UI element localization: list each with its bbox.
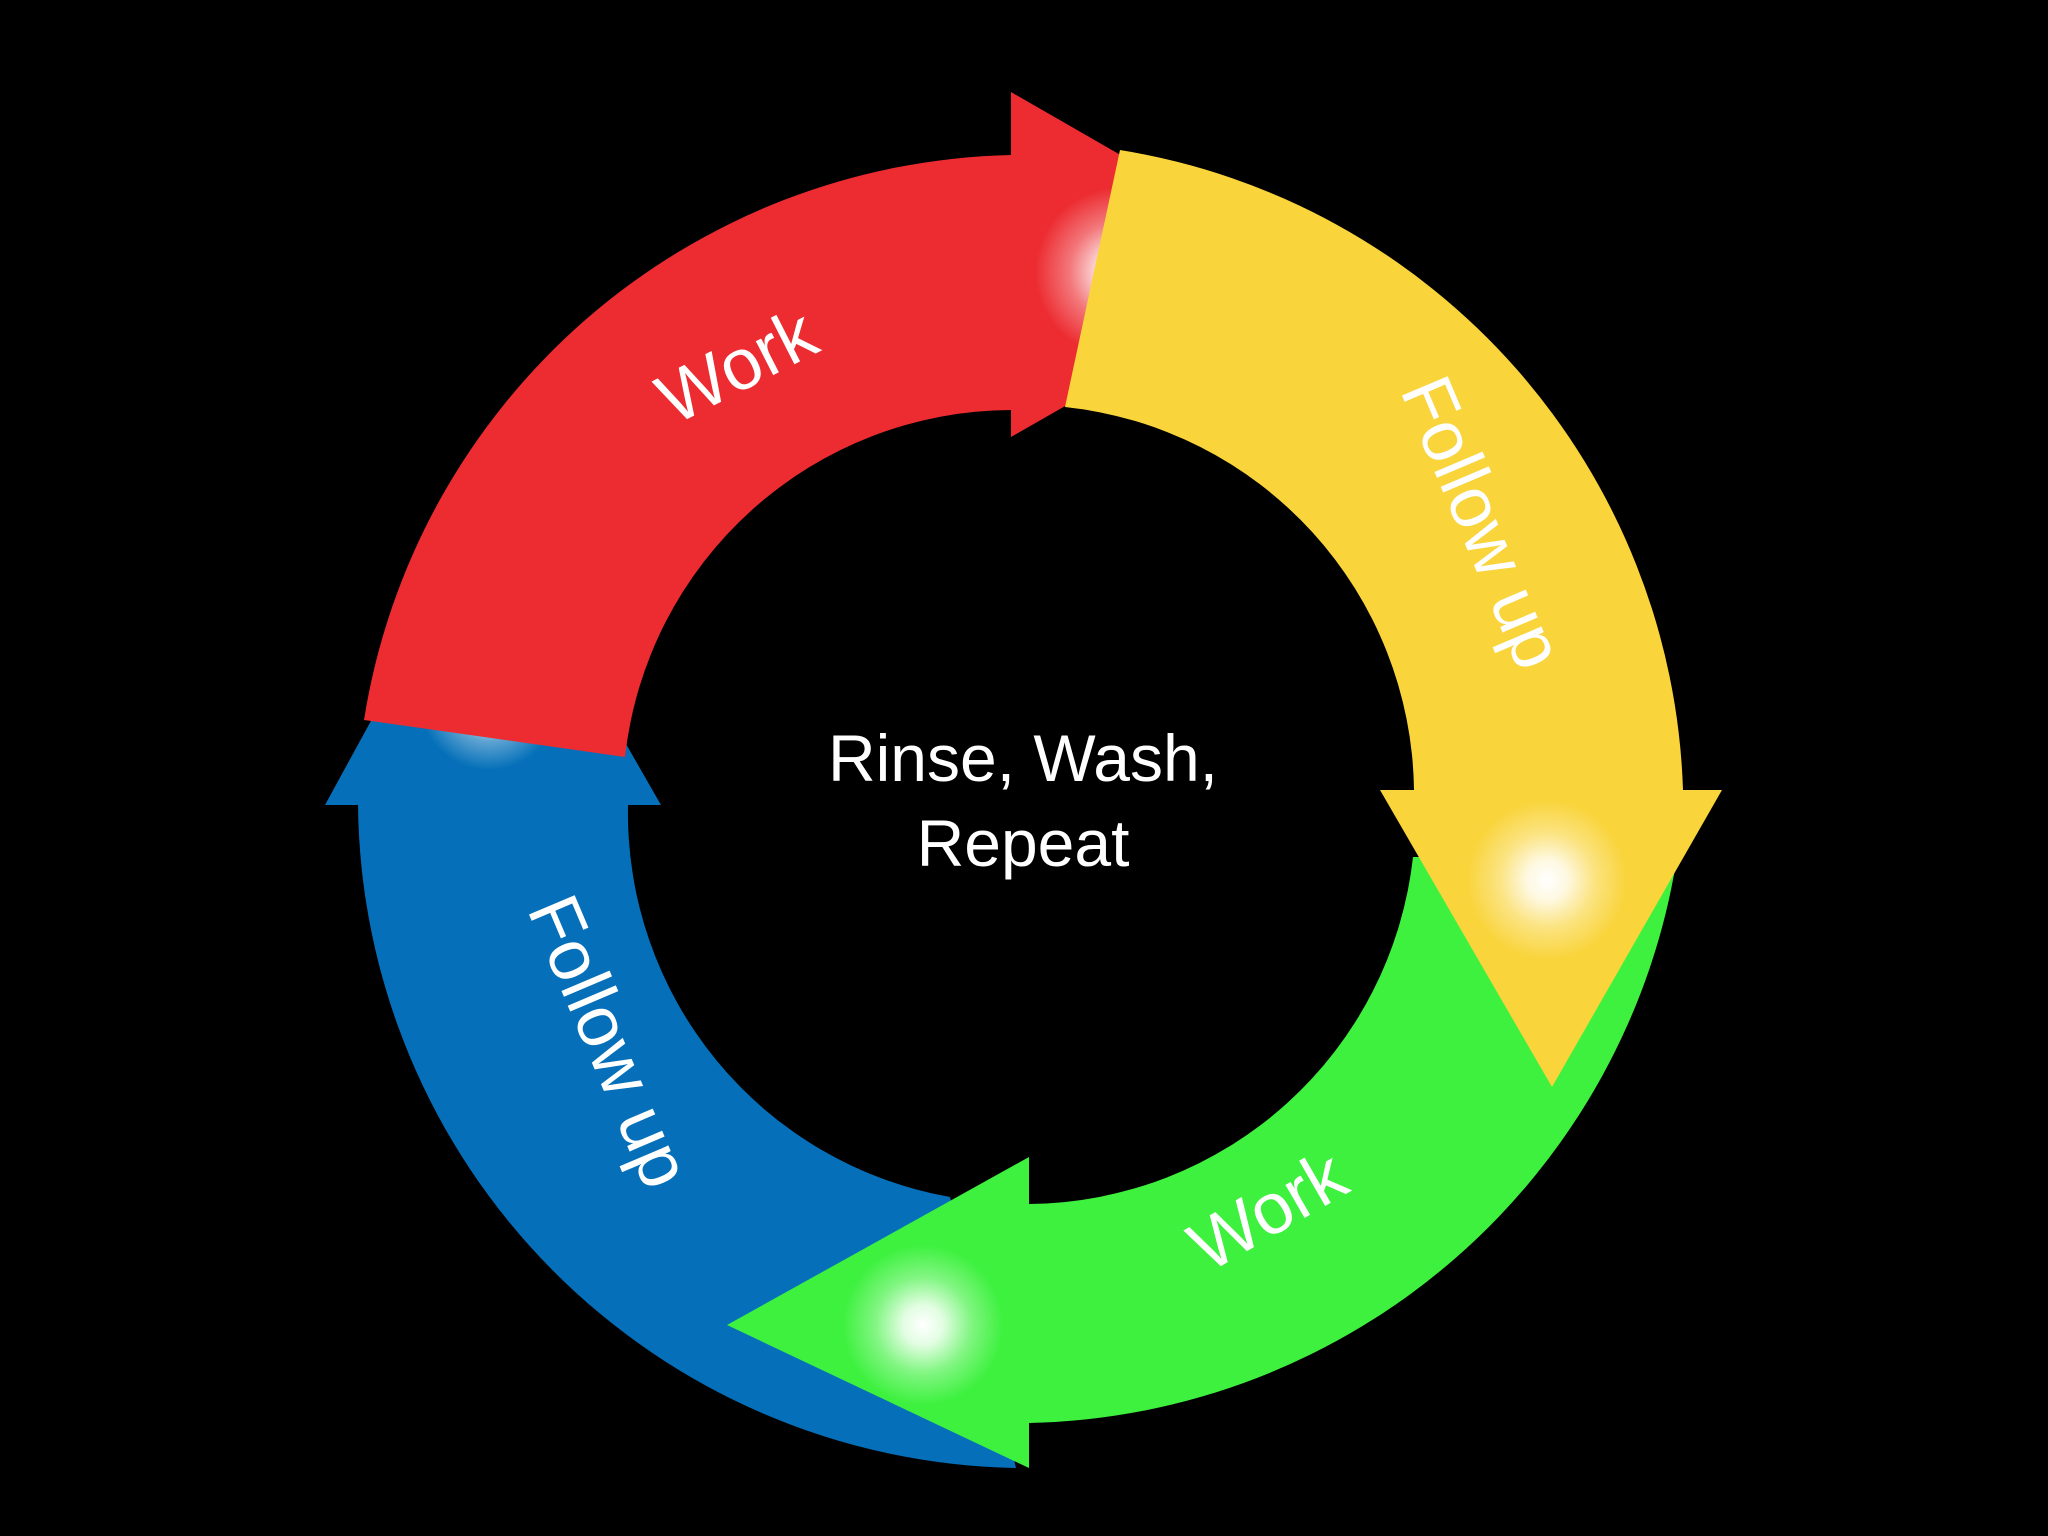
glow-highlight [843, 1245, 1003, 1405]
center-caption-line-1: Rinse, Wash, [828, 721, 1218, 795]
arrow-follow-up-right [1065, 150, 1722, 1087]
glow-highlight [1467, 800, 1627, 960]
center-caption-line-2: Repeat [917, 806, 1130, 880]
arrow-work-bottom [727, 857, 1677, 1468]
